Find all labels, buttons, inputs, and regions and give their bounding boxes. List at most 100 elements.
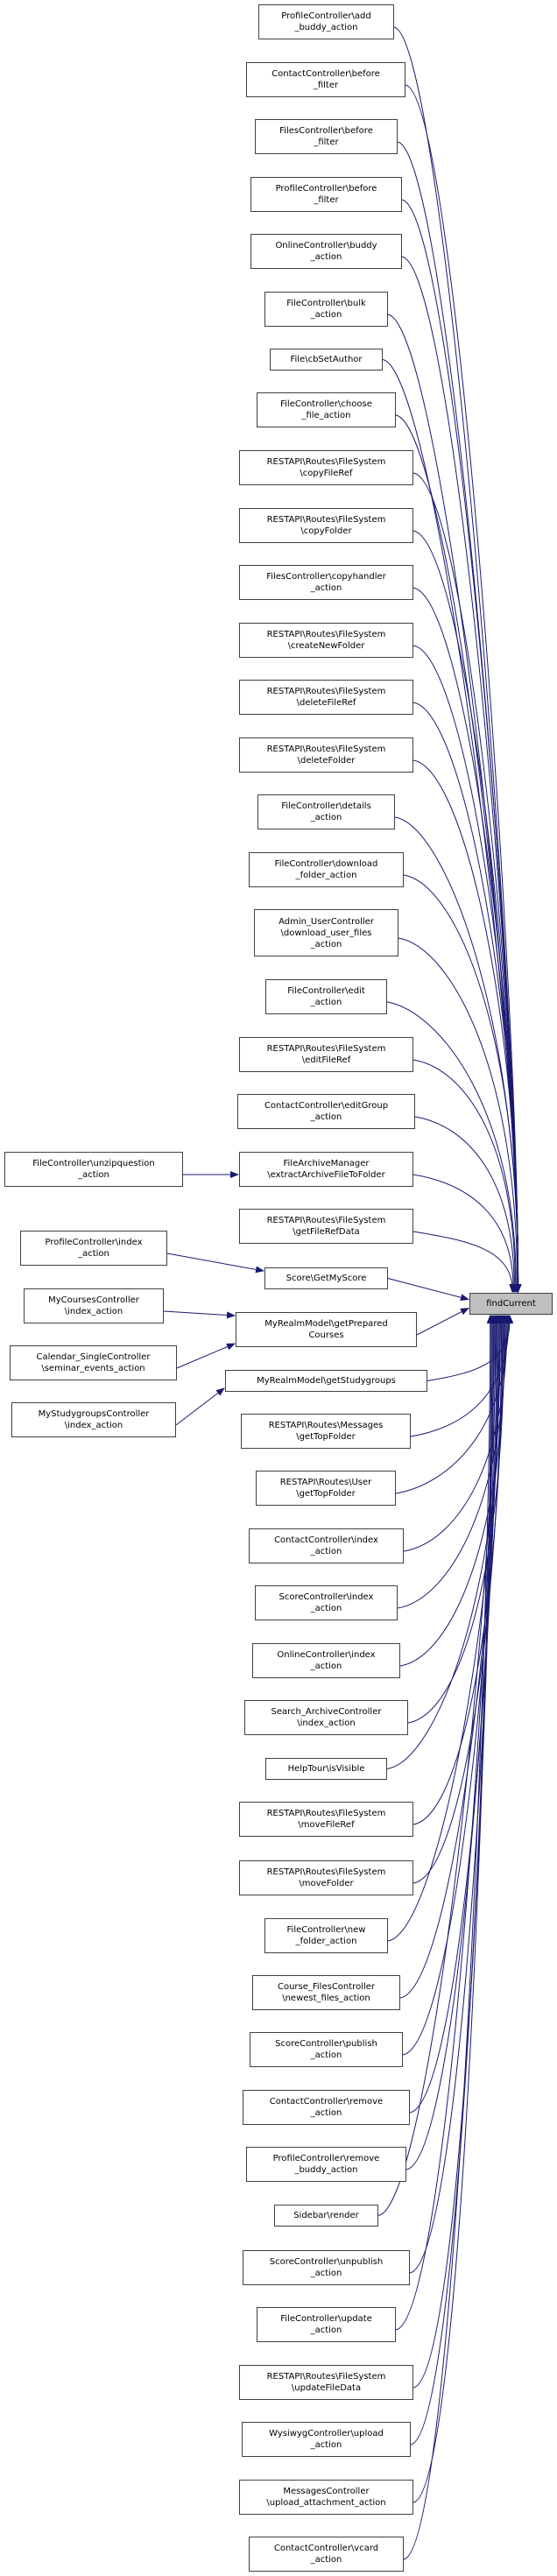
caller-node-helptour-isvisible[interactable]: HelpTour\isVisible: [265, 1758, 387, 1780]
node-label: File\cbSetAuthor: [290, 355, 363, 364]
caller-node-filecontroller-edit-action[interactable]: FileController\edit _action: [265, 979, 387, 1014]
caller-node-contactcontroller-editgroup-action[interactable]: ContactController\editGroup _action: [237, 1094, 415, 1129]
target-node-findcurrent: findCurrent: [469, 1293, 553, 1315]
node-label: FileController\details _action: [281, 801, 371, 822]
caller-node-contactcontroller-index-action[interactable]: ContactController\index _action: [249, 1528, 404, 1563]
caller-node-calendar-singlecontroller-seminar-events-action[interactable]: Calendar_SingleController \seminar_event…: [10, 1345, 177, 1380]
caller-node-filescontroller-before-filter[interactable]: FilesController\before _filter: [255, 119, 398, 154]
node-label: HelpTour\isVisible: [287, 1764, 365, 1774]
node-label: Sidebar\render: [293, 2211, 359, 2220]
edge-n14-to-findcurrent: [412, 759, 522, 1293]
node-label: FileController\edit _action: [287, 986, 365, 1007]
caller-node-filecontroller-new-folder-action[interactable]: FileController\new _folder_action: [264, 1918, 388, 1953]
node-label: RESTAPI\Routes\FileSystem \updateFileDat…: [266, 2372, 386, 2393]
node-label: RESTAPI\Routes\FileSystem \editFileRef: [266, 1044, 386, 1065]
caller-node-myrealmmodel-getstudygroups[interactable]: MyRealmModel\getStudygroups: [225, 1370, 427, 1392]
node-label: FilesController\before _filter: [279, 126, 373, 147]
edge-l03-to-n24: [163, 1310, 236, 1319]
caller-node-admin-usercontroller-download-user-files-action[interactable]: Admin_UserController \download_user_file…: [254, 909, 398, 956]
caller-node-onlinecontroller-index-action[interactable]: OnlineController\index _action: [252, 1643, 400, 1678]
node-label: RESTAPI\Routes\Messages \getTopFolder: [268, 1421, 384, 1442]
edge-n24-to-findcurrent: [416, 1308, 469, 1336]
node-label: FileController\download _folder_action: [274, 859, 378, 880]
node-label: ContactController\vcard _action: [273, 2544, 379, 2565]
caller-node-filescontroller-copyhandler-action[interactable]: FilesController\copyhandler _action: [239, 565, 413, 600]
caller-node-profilecontroller-index-action[interactable]: ProfileController\index _action: [20, 1231, 167, 1266]
caller-node-mycoursescontroller-index-action[interactable]: MyCoursesController \index_action: [24, 1288, 164, 1323]
edge-n03-to-findcurrent: [397, 141, 522, 1293]
edge-n16-to-findcurrent: [403, 874, 522, 1293]
caller-node-restapi-routes-filesystem-copyfileref[interactable]: RESTAPI\Routes\FileSystem \copyFileRef: [239, 450, 413, 485]
caller-node-restapi-routes-messages-gettopfolder[interactable]: RESTAPI\Routes\Messages \getTopFolder: [241, 1414, 411, 1449]
caller-node-restapi-routes-filesystem-createnewfolder[interactable]: RESTAPI\Routes\FileSystem \createNewFold…: [239, 623, 413, 658]
caller-node-restapi-routes-user-gettopfolder[interactable]: RESTAPI\Routes\User \getTopFolder: [256, 1471, 396, 1506]
edge-n04-to-findcurrent: [401, 199, 522, 1293]
node-label: OnlineController\buddy _action: [275, 241, 377, 262]
node-label: RESTAPI\Routes\FileSystem \moveFolder: [266, 1867, 386, 1888]
node-label: RESTAPI\Routes\FileSystem \moveFileRef: [266, 1809, 386, 1830]
caller-node-contactcontroller-remove-action[interactable]: ContactController\remove _action: [243, 2090, 410, 2125]
node-label: FileController\bulk _action: [286, 299, 366, 320]
caller-node-contactcontroller-before-filter[interactable]: ContactController\before _filter: [246, 62, 405, 97]
node-label: ContactController\editGroup _action: [264, 1101, 389, 1122]
node-label: FileController\update _action: [280, 2314, 372, 2335]
caller-node-contactcontroller-vcard-action[interactable]: ContactController\vcard _action: [249, 2537, 404, 2572]
edge-n41-to-findcurrent: [409, 1315, 499, 2274]
caller-node-filecontroller-update-action[interactable]: FileController\update _action: [257, 2307, 396, 2342]
node-label: ProfileController\before _filter: [275, 184, 377, 205]
node-label: ScoreController\unpublish _action: [269, 2257, 384, 2278]
node-label: findCurrent: [486, 1299, 536, 1309]
caller-node-restapi-routes-filesystem-deletefolder[interactable]: RESTAPI\Routes\FileSystem \deleteFolder: [239, 738, 413, 773]
edge-n44-to-findcurrent: [410, 1315, 496, 2445]
caller-node-scorecontroller-unpublish-action[interactable]: ScoreController\unpublish _action: [243, 2250, 410, 2285]
caller-node-myrealmmodel-getpreparedcourses[interactable]: MyRealmModel\getPrepared Courses: [236, 1312, 417, 1347]
edge-n17-to-findcurrent: [398, 937, 521, 1293]
node-label: MessagesController \upload_attachment_ac…: [266, 2487, 386, 2508]
node-label: FileArchiveManager \extractArchiveFileTo…: [267, 1159, 385, 1180]
caller-node-onlinecontroller-buddy-action[interactable]: OnlineController\buddy _action: [250, 234, 402, 269]
node-label: RESTAPI\Routes\FileSystem \deleteFolder: [266, 745, 386, 766]
caller-node-restapi-routes-filesystem-editfileref[interactable]: RESTAPI\Routes\FileSystem \editFileRef: [239, 1037, 413, 1072]
node-label: ProfileController\remove _buddy_action: [272, 2154, 380, 2175]
node-label: Calendar_SingleController \seminar_event…: [36, 1352, 151, 1373]
node-label: RESTAPI\Routes\User \getTopFolder: [279, 1478, 372, 1499]
caller-node-sidebar-render[interactable]: Sidebar\render: [274, 2205, 378, 2227]
caller-node-restapi-routes-filesystem-movefileref[interactable]: RESTAPI\Routes\FileSystem \moveFileRef: [239, 1802, 413, 1837]
caller-node-profilecontroller-add-buddy-action[interactable]: ProfileController\add _buddy_action: [258, 4, 394, 39]
node-label: MyCoursesController \index_action: [48, 1295, 139, 1316]
caller-node-profilecontroller-remove-buddy-action[interactable]: ProfileController\remove _buddy_action: [246, 2147, 406, 2182]
caller-node-filecontroller-choose-file-action[interactable]: FileController\choose _file_action: [257, 392, 396, 427]
caller-node-filecontroller-bulk-action[interactable]: FileController\bulk _action: [264, 292, 388, 327]
node-label: Search_ArchiveController \index_action: [271, 1707, 382, 1728]
caller-node-course-filescontroller-newest-files-action[interactable]: Course_FilesController \newest_files_act…: [252, 1975, 400, 2010]
edge-n31-to-findcurrent: [407, 1315, 508, 1724]
edge-n20-to-findcurrent: [414, 1116, 518, 1293]
node-label: FileController\choose _file_action: [280, 399, 372, 420]
caller-node-restapi-routes-filesystem-deletefileref[interactable]: RESTAPI\Routes\FileSystem \deleteFileRef: [239, 680, 413, 715]
caller-node-scorecontroller-publish-action[interactable]: ScoreController\publish _action: [250, 2032, 403, 2067]
caller-node-scorecontroller-index-action[interactable]: ScoreController\index _action: [255, 1585, 398, 1620]
caller-node-wysiwygcontroller-upload-action[interactable]: WysiwygController\upload _action: [242, 2422, 411, 2457]
caller-node-restapi-routes-filesystem-getfilerefdata[interactable]: RESTAPI\Routes\FileSystem \getFileRefDat…: [239, 1209, 413, 1244]
caller-node-filecontroller-details-action[interactable]: FileController\details _action: [257, 794, 395, 829]
node-label: MyRealmModel\getPrepared Courses: [264, 1319, 388, 1340]
caller-node-score-getmyscore[interactable]: Score\GetMyScore: [264, 1267, 388, 1289]
caller-node-filecontroller-unzipquestion-action[interactable]: FileController\unzipquestion _action: [4, 1152, 183, 1187]
caller-node-filearchivemanager-extractarchivefiletofolder[interactable]: FileArchiveManager \extractArchiveFileTo…: [239, 1152, 413, 1187]
caller-node-profilecontroller-before-filter[interactable]: ProfileController\before _filter: [250, 177, 402, 212]
node-label: Course_FilesController \newest_files_act…: [277, 1982, 376, 2003]
edge-n05-to-findcurrent: [401, 256, 522, 1293]
caller-node-restapi-routes-filesystem-movefolder[interactable]: RESTAPI\Routes\FileSystem \moveFolder: [239, 1860, 413, 1895]
caller-node-filecontroller-download-folder-action[interactable]: FileController\download _folder_action: [249, 852, 404, 887]
caller-node-restapi-routes-filesystem-copyfolder[interactable]: RESTAPI\Routes\FileSystem \copyFolder: [239, 508, 413, 543]
caller-node-mystudygroupscontroller-index-action[interactable]: MyStudygroupsController \index_action: [11, 1402, 176, 1437]
caller-node-restapi-routes-filesystem-updatefiledata[interactable]: RESTAPI\Routes\FileSystem \updateFileDat…: [239, 2365, 413, 2400]
node-label: FileController\new _folder_action: [286, 1925, 366, 1946]
node-label: OnlineController\index _action: [277, 1650, 376, 1671]
caller-node-file-cbsetauthor[interactable]: File\cbSetAuthor: [270, 349, 383, 371]
node-label: RESTAPI\Routes\FileSystem \getFileRefDat…: [266, 1216, 386, 1237]
caller-node-messagescontroller-upload-attachment-action[interactable]: MessagesController \upload_attachment_ac…: [239, 2480, 413, 2515]
caller-node-search-archivecontroller-index-action[interactable]: Search_ArchiveController \index_action: [244, 1700, 408, 1735]
